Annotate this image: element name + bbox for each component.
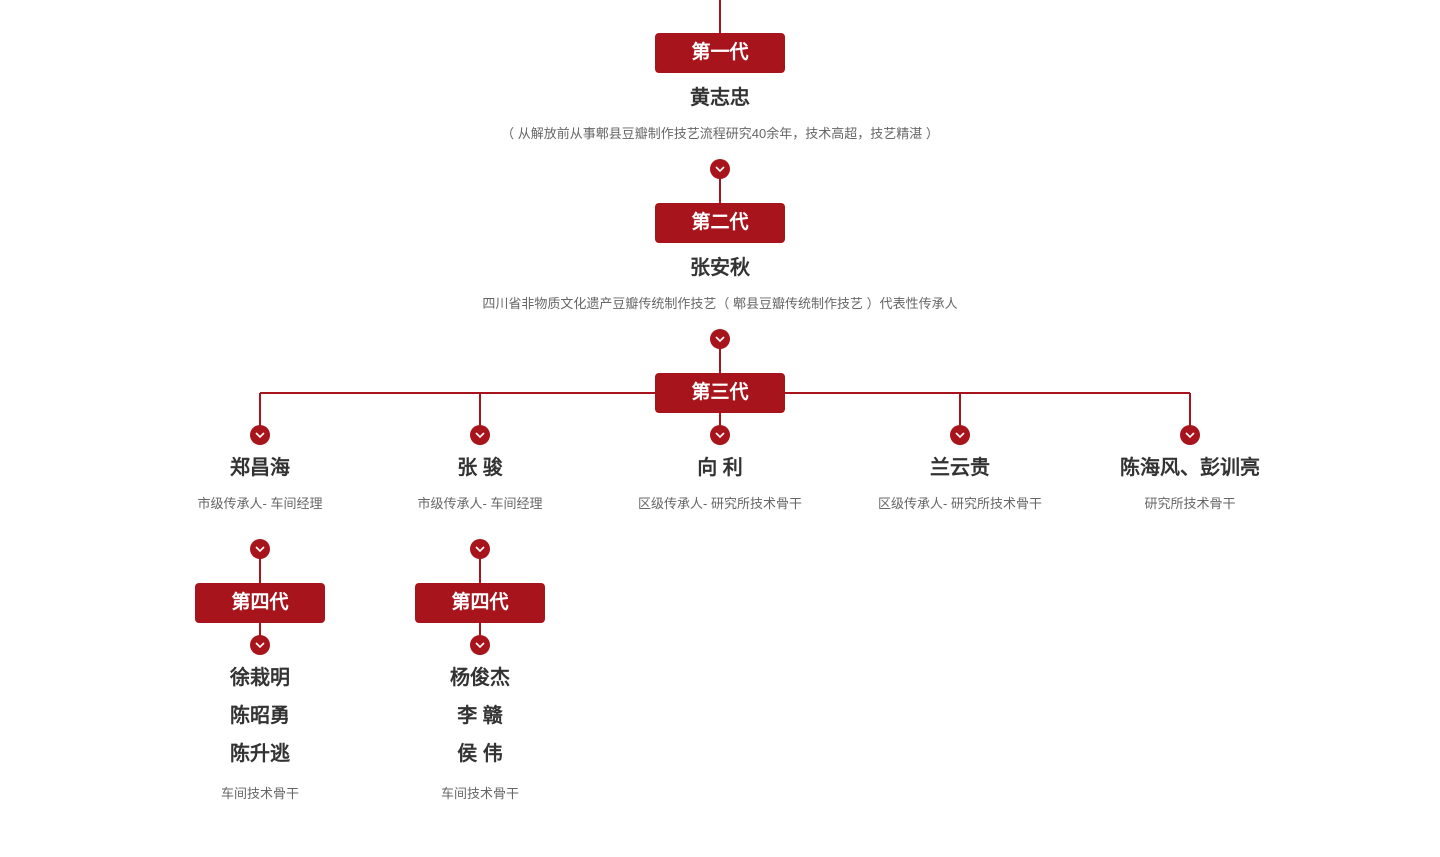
gen4-badge: 第四代 [195, 583, 325, 623]
gen3-member-name: 张 骏 [457, 457, 503, 479]
gen4-member-name: 徐栽明 [230, 667, 290, 689]
gen4-member-name: 陈昭勇 [230, 705, 290, 727]
gen4-desc: 车间技术骨干 [220, 786, 299, 801]
chevron-down-icon [470, 425, 490, 445]
gen3-badge: 第三代 [655, 373, 785, 413]
gen4-desc: 车间技术骨干 [440, 786, 519, 801]
gen2-desc: 四川省非物质文化遗产豆瓣传统制作技艺（ 郫县豆瓣传统制作技艺 ）代表性传承人 [482, 296, 958, 311]
chevron-down-icon [250, 635, 270, 655]
gen2-name: 张安秋 [690, 257, 750, 279]
chevron-down-icon [1180, 425, 1200, 445]
gen3-member-name: 陈海风、彭训亮 [1120, 457, 1260, 479]
chevron-down-icon [470, 539, 490, 559]
chevron-down-icon [710, 159, 730, 179]
gen3-member-desc: 区级传承人- 研究所技术骨干 [638, 496, 802, 511]
gen2-badge: 第二代 [655, 203, 785, 243]
chevron-down-icon [950, 425, 970, 445]
gen4-member-name: 陈升逃 [230, 743, 290, 765]
gen3-member-desc: 区级传承人- 研究所技术骨干 [878, 496, 1042, 511]
gen4-member-name: 侯 伟 [457, 743, 503, 765]
gen3-member-name: 兰云贵 [930, 457, 990, 479]
gen1-badge: 第一代 [655, 33, 785, 73]
gen4-member-name: 李 赣 [457, 705, 503, 727]
gen4-member-name: 杨俊杰 [450, 667, 510, 689]
chevron-down-icon [710, 425, 730, 445]
chevron-down-icon [710, 329, 730, 349]
gen3-member-name: 郑昌海 [230, 457, 290, 479]
gen1-desc: （ 从解放前从事郫县豆瓣制作技艺流程研究40余年，技术高超，技艺精湛 ） [501, 126, 939, 141]
chevron-down-icon [250, 539, 270, 559]
chevron-down-icon [250, 425, 270, 445]
gen3-member-desc: 市级传承人- 车间经理 [417, 496, 543, 511]
gen1-name: 黄志忠 [690, 87, 750, 109]
gen3-member-desc: 研究所技术骨干 [1144, 496, 1236, 511]
gen3-member-name: 向 利 [697, 457, 743, 479]
chevron-down-icon [470, 635, 490, 655]
gen3-member-desc: 市级传承人- 车间经理 [197, 496, 323, 511]
gen4-badge: 第四代 [415, 583, 545, 623]
